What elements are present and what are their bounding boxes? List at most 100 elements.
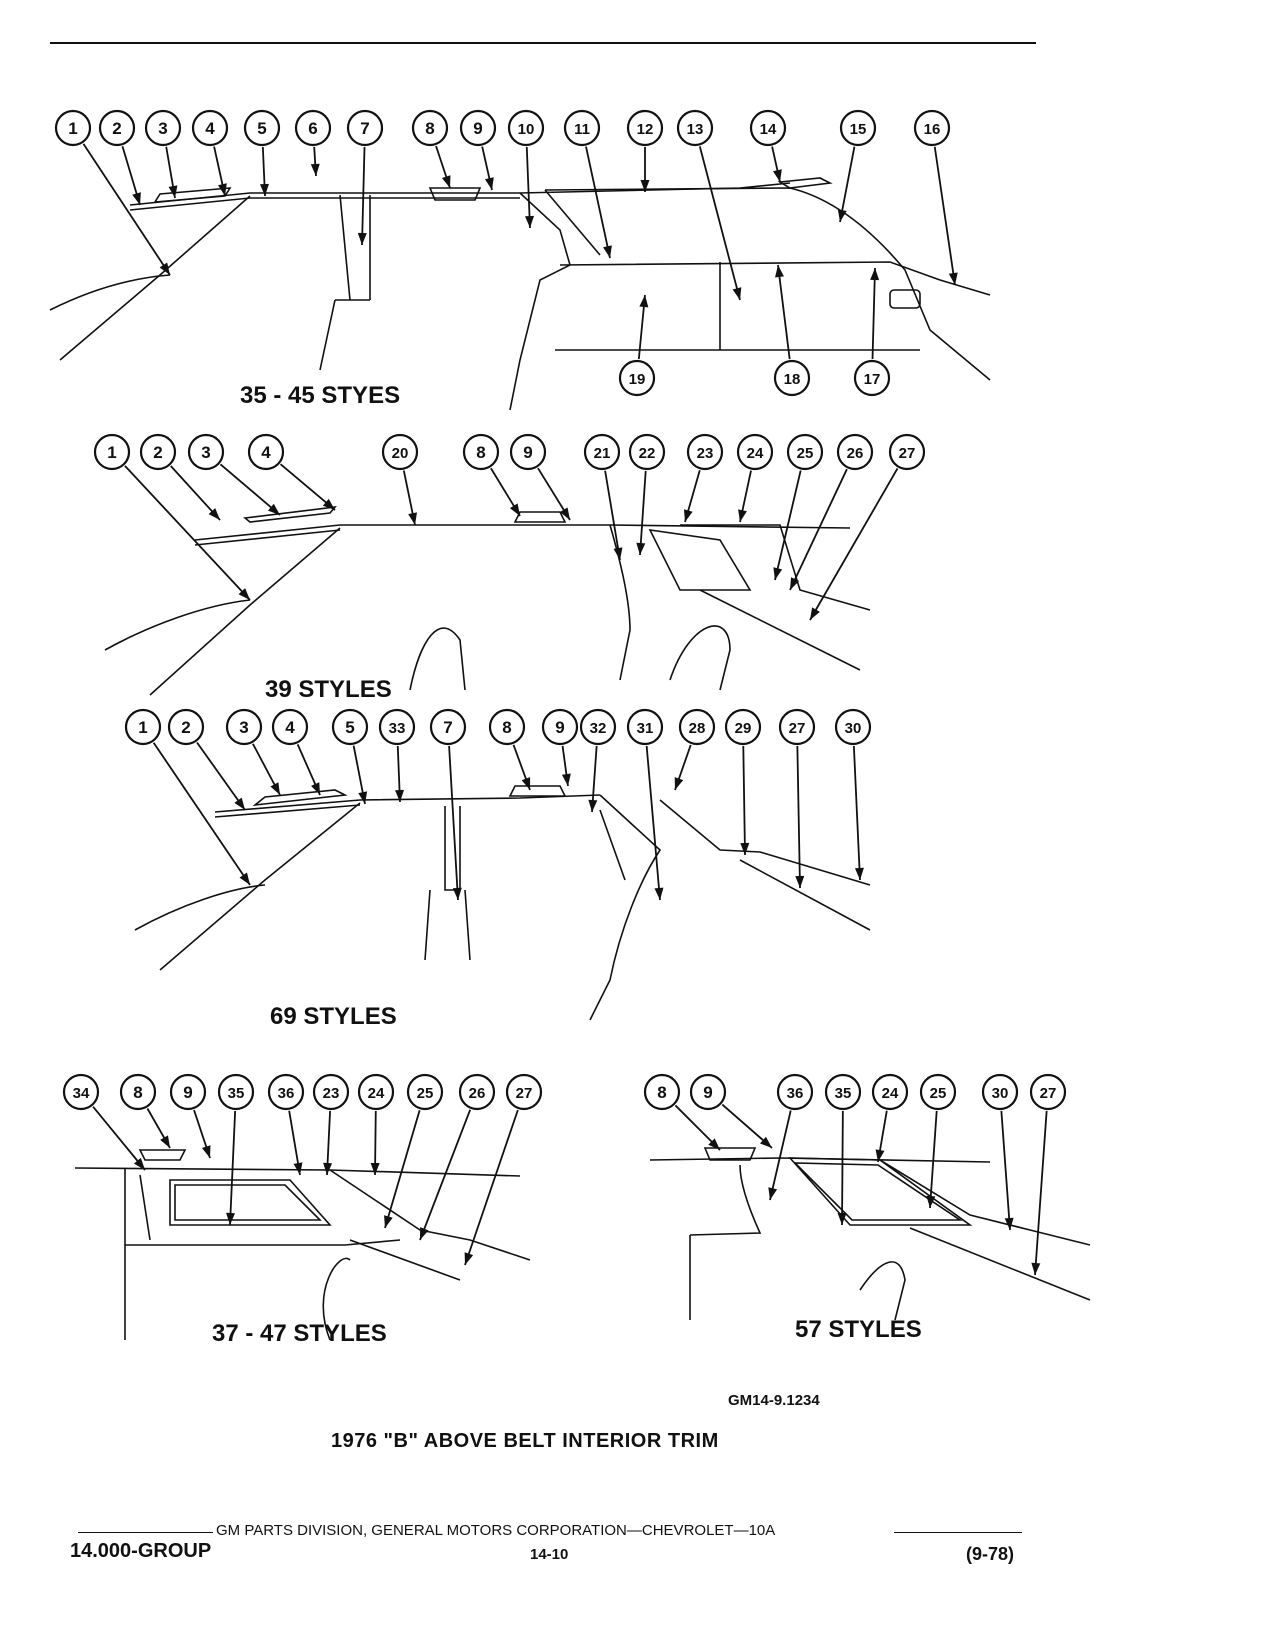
callout-number: 32 <box>590 720 607 737</box>
callout-number: 35 <box>228 1085 245 1102</box>
callout-number: 17 <box>864 371 881 388</box>
leader-arrowhead <box>926 1195 936 1208</box>
leader-arrowhead <box>773 169 782 182</box>
callout-2: 2 <box>167 708 246 811</box>
callout-3: 3 <box>144 109 182 199</box>
callout-19: 19 <box>618 294 656 397</box>
leader-arrowhead <box>384 1215 393 1228</box>
leader-line <box>419 1109 472 1241</box>
callout-number: 7 <box>443 718 452 737</box>
leader-arrowhead <box>654 887 664 900</box>
callout-36: 36 <box>768 1073 814 1201</box>
callout-30: 30 <box>981 1073 1019 1231</box>
panel-35-45-drawing <box>49 177 991 411</box>
callout-number: 21 <box>594 445 611 462</box>
leader-arrowhead <box>775 265 784 278</box>
callout-8: 8 <box>462 433 521 517</box>
leader-arrowhead <box>270 782 280 795</box>
callout-circle <box>505 1073 543 1111</box>
callout-20: 20 <box>381 433 419 526</box>
callout-circle <box>225 708 263 746</box>
callout-9: 9 <box>459 109 497 191</box>
leader-arrowhead <box>636 542 646 555</box>
callout-number: 24 <box>747 445 764 462</box>
callout-30: 30 <box>834 708 872 881</box>
panel-label-69: 69 STYLES <box>270 1003 397 1030</box>
callout-5: 5 <box>243 109 281 197</box>
callout-2: 2 <box>98 109 141 206</box>
callout-9: 9 <box>509 433 571 521</box>
callout-number: 26 <box>469 1085 486 1102</box>
callout-circle <box>736 433 774 471</box>
callout-number: 1 <box>138 718 147 737</box>
callout-3: 3 <box>225 708 281 796</box>
callout-36: 36 <box>267 1073 305 1176</box>
callout-18: 18 <box>773 264 811 397</box>
callout-number: 3 <box>201 443 210 462</box>
callout-circle <box>191 109 229 147</box>
leader-arrowhead <box>732 287 742 300</box>
leader-line <box>769 1110 792 1201</box>
callout-1: 1 <box>124 708 251 886</box>
callout-8: 8 <box>488 708 531 791</box>
callout-number: 24 <box>368 1085 385 1102</box>
callout-15: 15 <box>837 109 877 223</box>
callout-circle <box>507 109 545 147</box>
callout-number: 4 <box>285 718 295 737</box>
callout-circle <box>62 1073 100 1111</box>
leader-line <box>464 1109 519 1266</box>
leader-arrowhead <box>234 797 245 810</box>
callout-circle <box>834 708 872 746</box>
callout-number: 30 <box>992 1085 1009 1102</box>
callout-25: 25 <box>773 433 824 581</box>
leader-arrowhead <box>464 1252 474 1265</box>
callout-circle <box>167 708 205 746</box>
callout-28: 28 <box>674 708 716 791</box>
leader-arrowhead <box>561 773 571 786</box>
callout-number: 3 <box>239 718 248 737</box>
callout-circle <box>836 433 874 471</box>
leader-arrowhead <box>738 509 747 522</box>
callout-number: 5 <box>345 718 354 737</box>
leader-arrowhead <box>640 180 650 192</box>
leader-arrowhead <box>740 842 750 855</box>
callout-31: 31 <box>626 708 664 901</box>
callout-number: 6 <box>308 119 317 138</box>
callout-22: 22 <box>628 433 666 556</box>
leader-arrowhead <box>870 268 880 281</box>
callout-number: 25 <box>797 445 814 462</box>
leader-arrowhead <box>773 567 783 580</box>
callout-circle <box>618 359 656 397</box>
leader-arrowhead <box>521 777 531 790</box>
callout-number: 12 <box>637 121 654 138</box>
leader-arrowhead <box>208 508 220 520</box>
callout-number: 7 <box>360 119 369 138</box>
callout-23: 23 <box>683 433 724 523</box>
callout-circle <box>839 109 877 147</box>
callout-circle <box>626 109 664 147</box>
callout-13: 13 <box>676 109 742 301</box>
callout-circle <box>628 433 666 471</box>
leader-line <box>170 465 221 521</box>
panel-label-37-47: 37 - 47 STYLES <box>212 1320 387 1347</box>
callout-circle <box>919 1073 957 1111</box>
panel-39-drawing <box>104 505 871 696</box>
callout-circle <box>217 1073 255 1111</box>
callout-25: 25 <box>384 1073 444 1229</box>
leader-line <box>448 745 459 901</box>
leader-line <box>698 146 741 301</box>
callout-circle <box>888 433 926 471</box>
leader-line <box>361 146 366 246</box>
leader-arrowhead <box>201 1145 211 1158</box>
callout-number: 27 <box>899 445 916 462</box>
footer-rule-left <box>78 1532 213 1533</box>
leader-arrowhead <box>311 782 320 795</box>
callout-number: 27 <box>516 1085 533 1102</box>
callout-27: 27 <box>778 708 816 889</box>
leader-arrowhead <box>395 789 405 802</box>
callout-number: 8 <box>657 1083 666 1102</box>
callout-number: 20 <box>392 445 409 462</box>
callout-27: 27 <box>809 433 926 621</box>
callout-circle <box>509 433 547 471</box>
